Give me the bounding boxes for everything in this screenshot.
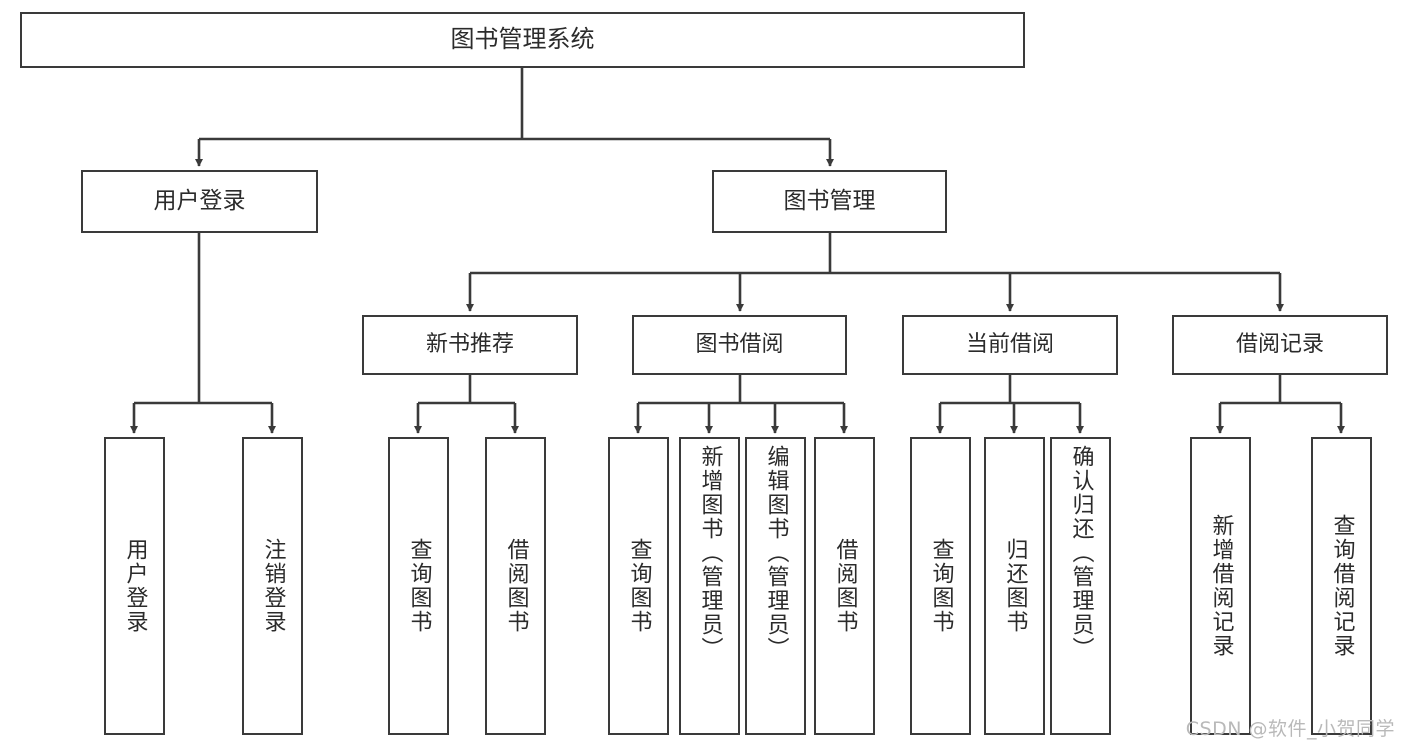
node-leaf-edit-book-admin[interactable]: 编辑图书（管理员） [745, 437, 806, 735]
node-leaf-return-book[interactable]: 归还图书 [984, 437, 1045, 735]
node-current_borrow[interactable]: 当前借阅 [902, 315, 1118, 375]
node-leaf-user-login-label: 用户登录 [122, 538, 148, 634]
node-leaf-confirm-return-admin[interactable]: 确认归还（管理员） [1050, 437, 1111, 735]
node-book_borrow[interactable]: 图书借阅 [632, 315, 847, 375]
node-leaf-query-borrow-record-label: 查询借阅记录 [1329, 514, 1355, 658]
node-leaf-add-book-admin[interactable]: 新增图书（管理员） [679, 437, 740, 735]
node-leaf-query-book-rec-label: 查询图书 [406, 538, 432, 634]
node-new_book_rec[interactable]: 新书推荐 [362, 315, 578, 375]
node-leaf-query-book-rec[interactable]: 查询图书 [388, 437, 449, 735]
node-root-system[interactable]: 图书管理系统 [20, 12, 1025, 68]
node-leaf-borrow-book-rec-label: 借阅图书 [503, 538, 529, 634]
node-leaf-confirm-return-admin-label: 确认归还（管理员） [1068, 445, 1094, 661]
node-book_manage-label: 图书管理 [783, 188, 876, 215]
node-leaf-return-book-label: 归还图书 [1002, 538, 1028, 634]
node-leaf-user-logout[interactable]: 注销登录 [242, 437, 303, 735]
node-leaf-user-logout-label: 注销登录 [260, 538, 286, 634]
node-borrow_record[interactable]: 借阅记录 [1172, 315, 1388, 375]
node-user_login-label: 用户登录 [153, 188, 246, 215]
node-leaf-add-book-admin-label: 新增图书（管理员） [697, 445, 723, 661]
node-current_borrow-label: 当前借阅 [965, 332, 1054, 358]
node-leaf-query-book-current-label: 查询图书 [928, 538, 954, 634]
node-leaf-borrow-book-rec[interactable]: 借阅图书 [485, 437, 546, 735]
node-new_book_rec-label: 新书推荐 [425, 332, 514, 358]
node-leaf-query-book-borrow-label: 查询图书 [626, 538, 652, 634]
csdn-watermark: CSDN @软件_小贺同学 [1185, 718, 1395, 740]
node-book_borrow-label: 图书借阅 [695, 332, 784, 358]
node-book_manage[interactable]: 图书管理 [712, 170, 947, 233]
node-leaf-user-login[interactable]: 用户登录 [104, 437, 165, 735]
node-borrow_record-label: 借阅记录 [1235, 332, 1324, 358]
node-leaf-query-book-borrow[interactable]: 查询图书 [608, 437, 669, 735]
node-leaf-add-borrow-record[interactable]: 新增借阅记录 [1190, 437, 1251, 735]
node-user_login[interactable]: 用户登录 [81, 170, 318, 233]
node-root-system-label: 图书管理系统 [450, 25, 595, 54]
node-leaf-query-borrow-record[interactable]: 查询借阅记录 [1311, 437, 1372, 735]
node-leaf-edit-book-admin-label: 编辑图书（管理员） [763, 445, 789, 661]
node-leaf-query-book-current[interactable]: 查询图书 [910, 437, 971, 735]
node-leaf-borrow-book-borrow[interactable]: 借阅图书 [814, 437, 875, 735]
node-leaf-borrow-book-borrow-label: 借阅图书 [832, 538, 858, 634]
node-leaf-add-borrow-record-label: 新增借阅记录 [1208, 514, 1234, 658]
